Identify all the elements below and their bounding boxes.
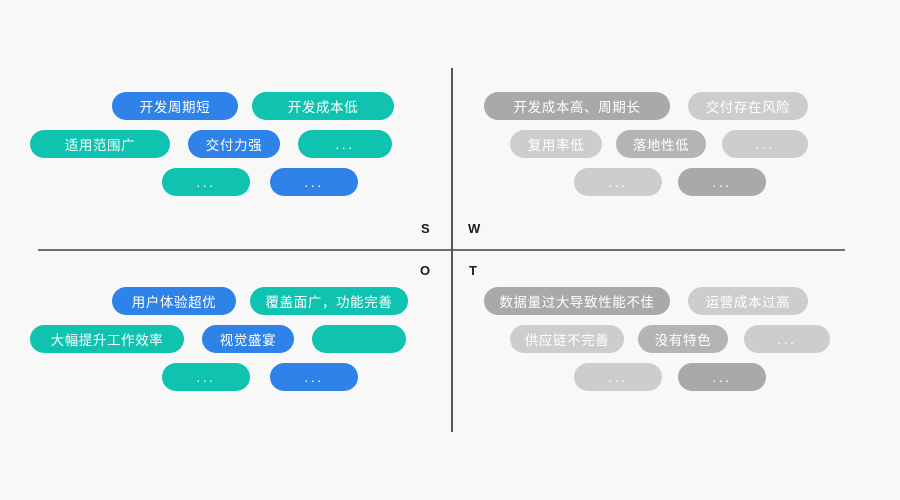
swot-pill[interactable]: 落地性低 xyxy=(616,130,706,158)
quadrant-strengths: 开发周期短开发成本低适用范围广交付力强......... xyxy=(30,92,442,196)
swot-pill-placeholder[interactable]: ... xyxy=(574,168,662,196)
quadrant-opportunities: 用户体验超优覆盖面广，功能完善大幅提升工作效率视觉盛宴...... xyxy=(30,287,442,391)
quadrant-threats: 数据量过大导致性能不佳运营成本过高供应链不完善没有特色......... xyxy=(468,287,880,391)
swot-pill[interactable]: 供应链不完善 xyxy=(510,325,624,353)
swot-pill-placeholder[interactable]: ... xyxy=(744,325,830,353)
pill-row: ...... xyxy=(30,363,442,391)
pill-row: 用户体验超优覆盖面广，功能完善 xyxy=(30,287,442,315)
swot-pill[interactable]: 数据量过大导致性能不佳 xyxy=(484,287,670,315)
swot-pill-placeholder[interactable]: ... xyxy=(270,168,358,196)
swot-pill[interactable]: 复用率低 xyxy=(510,130,602,158)
swot-pill[interactable]: 运营成本过高 xyxy=(688,287,808,315)
swot-pill[interactable]: 开发周期短 xyxy=(112,92,238,120)
swot-pill-placeholder[interactable]: ... xyxy=(162,168,250,196)
swot-pill-placeholder[interactable]: ... xyxy=(298,130,392,158)
swot-pill-placeholder[interactable]: ... xyxy=(722,130,808,158)
quadrant-label-threats: T xyxy=(469,263,478,278)
swot-pill-placeholder[interactable] xyxy=(312,325,406,353)
quadrant-label-weaknesses: W xyxy=(468,221,481,236)
pill-row: 供应链不完善没有特色... xyxy=(468,325,880,353)
swot-pill[interactable]: 没有特色 xyxy=(638,325,728,353)
swot-pill[interactable]: 开发成本高、周期长 xyxy=(484,92,670,120)
pill-row: 适用范围广交付力强... xyxy=(30,130,442,158)
pill-row: 复用率低落地性低... xyxy=(468,130,880,158)
swot-pill[interactable]: 覆盖面广，功能完善 xyxy=(250,287,408,315)
pill-row: ...... xyxy=(468,168,880,196)
swot-pill[interactable]: 大幅提升工作效率 xyxy=(30,325,184,353)
pill-row: 开发周期短开发成本低 xyxy=(30,92,442,120)
swot-pill[interactable]: 适用范围广 xyxy=(30,130,170,158)
swot-pill[interactable]: 视觉盛宴 xyxy=(202,325,294,353)
swot-pill-placeholder[interactable]: ... xyxy=(270,363,358,391)
swot-pill[interactable]: 用户体验超优 xyxy=(112,287,236,315)
swot-pill[interactable]: 交付存在风险 xyxy=(688,92,808,120)
pill-row: 数据量过大导致性能不佳运营成本过高 xyxy=(468,287,880,315)
swot-pill-placeholder[interactable]: ... xyxy=(678,168,766,196)
swot-pill-placeholder[interactable]: ... xyxy=(162,363,250,391)
quadrant-weaknesses: 开发成本高、周期长交付存在风险复用率低落地性低......... xyxy=(468,92,880,196)
vertical-axis-line xyxy=(451,68,453,432)
swot-pill[interactable]: 交付力强 xyxy=(188,130,280,158)
pill-row: ...... xyxy=(468,363,880,391)
pill-row: 大幅提升工作效率视觉盛宴 xyxy=(30,325,442,353)
swot-pill[interactable]: 开发成本低 xyxy=(252,92,394,120)
swot-pill-placeholder[interactable]: ... xyxy=(574,363,662,391)
quadrant-label-opportunities: O xyxy=(420,263,431,278)
horizontal-axis-line xyxy=(38,249,845,251)
pill-row: 开发成本高、周期长交付存在风险 xyxy=(468,92,880,120)
quadrant-label-strengths: S xyxy=(421,221,431,236)
pill-row: ...... xyxy=(30,168,442,196)
swot-pill-placeholder[interactable]: ... xyxy=(678,363,766,391)
